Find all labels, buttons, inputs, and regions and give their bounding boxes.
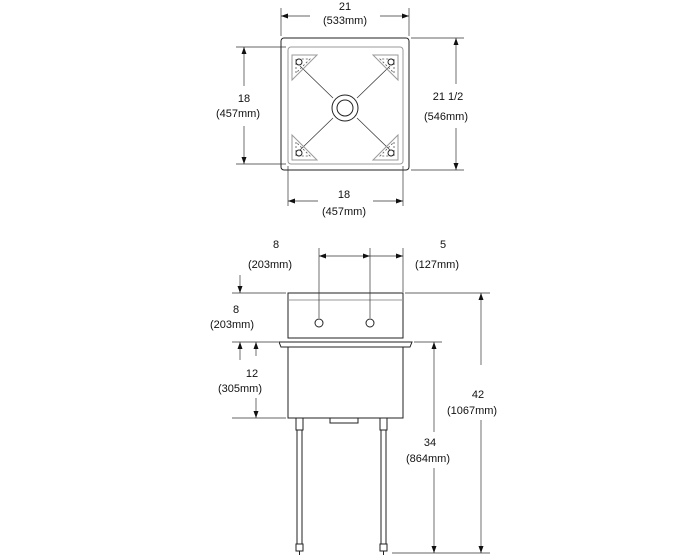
dimension-faucet-spacing: 8 (203mm) [248, 239, 371, 318]
sink-bowl [287, 46, 404, 165]
rim-height-value: 34 [424, 437, 436, 449]
sink-rim [278, 341, 413, 348]
overall-height-value: 42 [472, 389, 484, 401]
overall-height-metric: (1067mm) [447, 405, 497, 417]
faucet-spacing-value: 8 [273, 239, 279, 251]
inner-width-metric: (457mm) [322, 206, 366, 218]
inner-depth-value: 18 [238, 93, 250, 105]
faucet-offset-metric: (127mm) [415, 259, 459, 271]
corner-bracket-top-left [291, 54, 319, 82]
backsplash-height-value: 8 [233, 304, 239, 316]
dimension-inner-width: 18 (457mm) [287, 166, 404, 218]
inner-width-value: 18 [338, 189, 350, 201]
faucet-spacing-metric: (203mm) [248, 259, 292, 271]
top-view: 21 (533mm) 18 (457mm) 21 1/2 (546mm) [216, 1, 468, 218]
dimension-rim-height: 34 (864mm) [392, 341, 450, 554]
overall-depth-metric: (546mm) [424, 111, 468, 123]
corner-bracket-top-right [371, 54, 399, 82]
rim-height-metric: (864mm) [406, 453, 450, 465]
leg-right [379, 417, 388, 555]
sink-outer-rim [280, 37, 410, 171]
bowl-depth-metric: (305mm) [218, 383, 262, 395]
dimension-overall-depth: 21 1/2 (546mm) [411, 37, 468, 171]
dimension-inner-depth: 18 (457mm) [216, 46, 286, 165]
backsplash-height-metric: (203mm) [210, 319, 254, 331]
overall-width-value: 21 [339, 1, 351, 13]
overall-depth-value: 21 1/2 [433, 91, 464, 103]
dimension-overall-width: 21 (533mm) [280, 1, 410, 36]
faucet-offset-value: 5 [440, 239, 446, 251]
corner-bracket-bottom-right [371, 133, 399, 161]
corner-bracket-bottom-left [291, 133, 319, 161]
faucet-hole-left [314, 318, 324, 328]
dimension-backsplash-height: 8 (203mm) [210, 275, 286, 331]
dimension-faucet-offset: 5 (127mm) [370, 239, 459, 292]
front-view: 8 (203mm) 5 (127mm) 8 (203mm) [210, 239, 497, 555]
drain-box [329, 417, 359, 424]
bowl-depth-value: 12 [246, 368, 258, 380]
faucet-hole-right [365, 318, 375, 328]
backsplash [287, 292, 404, 339]
dimension-bowl-depth: 12 (305mm) [218, 341, 286, 419]
leg-left [295, 417, 304, 555]
inner-depth-metric: (457mm) [216, 108, 260, 120]
overall-width-metric: (533mm) [323, 15, 367, 27]
drain [331, 94, 359, 122]
sink-bowl-body [287, 346, 404, 419]
dimension-overall-height: 42 (1067mm) [405, 292, 497, 554]
